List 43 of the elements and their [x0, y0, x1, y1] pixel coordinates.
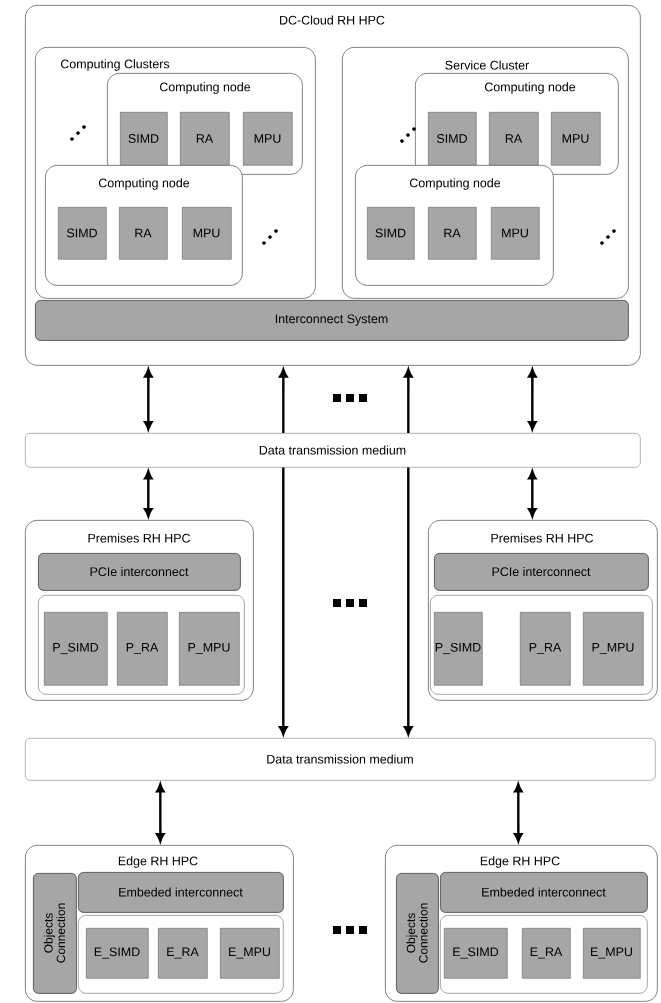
unit-box: MPU	[243, 112, 293, 166]
interconnect-bar: Interconnect System	[35, 300, 629, 341]
unit-box: SIMD	[120, 112, 168, 166]
interconnect-bar: PCIe interconnect	[38, 553, 241, 591]
unit-box: SIMD	[367, 207, 415, 260]
arrow	[155, 783, 165, 843]
unit-box: P_SIMD	[434, 612, 483, 686]
arrow	[403, 467, 413, 736]
unit-box: P_RA	[520, 612, 571, 686]
connection-bar: Objects Connection	[33, 873, 77, 994]
arrow	[278, 467, 288, 736]
unit-box: MPU	[182, 207, 232, 260]
unit-box: RA	[180, 112, 230, 166]
connection-bar: Objects Connection	[396, 873, 439, 994]
unit-box: MPU	[551, 112, 601, 166]
unit-box: RA	[428, 207, 477, 260]
unit-box: P_MPU	[179, 612, 240, 686]
unit-box: RA	[489, 112, 539, 166]
unit-box: P_SIMD	[44, 612, 108, 686]
arrow	[513, 783, 523, 843]
unit-box: E_RA	[522, 928, 571, 979]
unit-box: E_RA	[158, 928, 208, 979]
unit-box: E_MPU	[583, 928, 641, 979]
interconnect-bar: PCIe interconnect	[434, 553, 649, 591]
interconnect-bar: Embeded interconnect	[78, 872, 284, 913]
unit-box: E_SIMD	[444, 928, 508, 979]
unit-box: SIMD	[428, 112, 477, 166]
unit-box: P_MPU	[583, 612, 644, 686]
arrow	[527, 470, 537, 518]
arrow	[143, 470, 153, 518]
arrow	[143, 368, 153, 431]
arrow	[527, 368, 537, 431]
unit-box: MPU	[491, 207, 540, 260]
unit-box: RA	[119, 207, 168, 260]
medium-band: Data transmission medium	[25, 433, 641, 468]
unit-box: E_SIMD	[86, 928, 149, 979]
arrow	[403, 368, 413, 433]
unit-box: P_RA	[117, 612, 168, 686]
unit-box: E_MPU	[220, 928, 280, 979]
arrow	[278, 368, 288, 433]
unit-box: SIMD	[58, 207, 107, 260]
medium-band: Data transmission medium	[25, 738, 656, 781]
interconnect-bar: Embeded interconnect	[440, 872, 648, 913]
